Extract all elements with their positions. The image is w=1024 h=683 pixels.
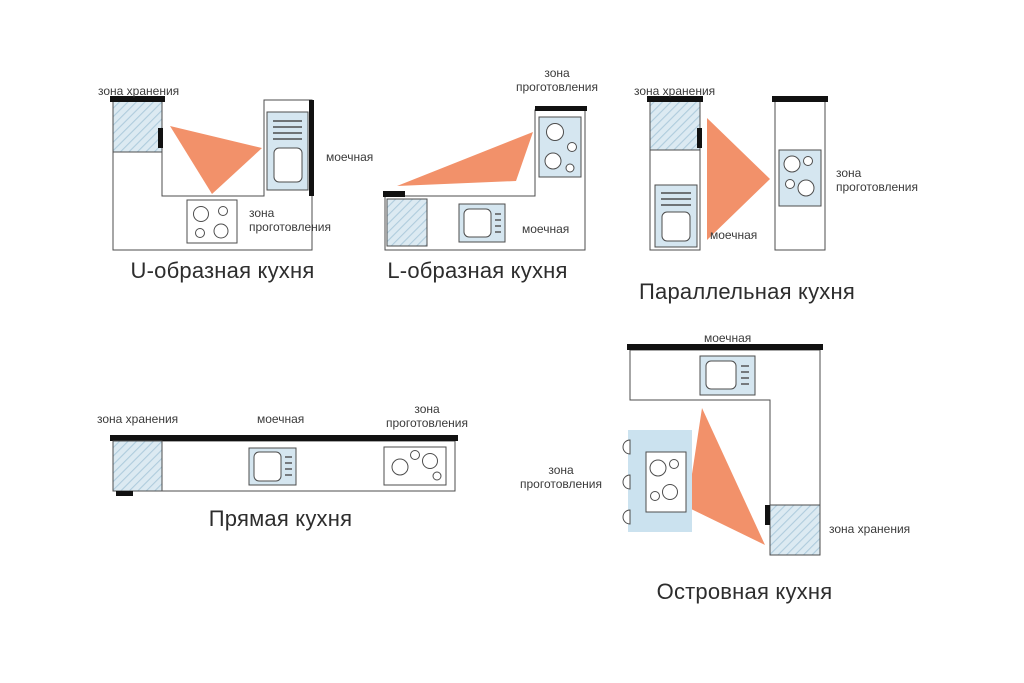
u-sink-unit: [266, 111, 309, 191]
u-door-mark: [158, 128, 163, 148]
island-kitchen-title: Островная кухня: [656, 579, 833, 604]
burner-large: [193, 206, 209, 222]
u-stove: [186, 199, 238, 244]
burner-large: [544, 152, 562, 170]
burner-large: [649, 459, 667, 477]
u-storage-cabinet: [112, 99, 163, 153]
straight-wall-bar-top: [110, 435, 458, 441]
burner-small: [650, 491, 660, 501]
u-wall-bar-right: [309, 100, 314, 196]
l-cooking-label: зона проготовления: [515, 66, 598, 95]
l-washing-label: моечная: [522, 222, 570, 236]
l-wall-bar-top: [535, 106, 587, 111]
parallel-wall-bar-left: [647, 96, 703, 102]
u-washing-label: моечная: [326, 150, 374, 164]
island-stove-body: [645, 451, 687, 513]
parallel-washing-label: моечная: [710, 228, 758, 242]
straight-cooking-label: зона проготовления: [385, 402, 468, 431]
parallel-stove-body: [778, 149, 822, 207]
island-handle: [622, 474, 631, 490]
parallel-stove: [778, 149, 822, 207]
sink-basin: [273, 147, 303, 183]
straight-storage-label: зона хранения: [97, 412, 179, 426]
burner-small: [432, 471, 442, 481]
island-wall-bar-top: [627, 344, 823, 350]
straight-sink-unit: [248, 447, 297, 486]
parallel-work-triangle: [707, 118, 770, 240]
burner-large: [797, 179, 815, 197]
parallel-kitchen-title: Параллельная кухня: [639, 279, 855, 304]
l-shape-kitchen-drawing: [383, 106, 587, 251]
island-washing-label: моечная: [704, 331, 752, 345]
parallel-storage-label: зона хранения: [634, 84, 716, 98]
burner-small: [410, 450, 420, 460]
burner-large: [213, 223, 229, 239]
u-shape-kitchen-drawing: [110, 96, 314, 251]
straight-storage-cabinet: [112, 440, 163, 492]
burner-small: [195, 228, 205, 238]
l-stove: [538, 116, 582, 178]
u-wall-bar-top: [110, 96, 165, 102]
burner-small: [565, 163, 575, 173]
l-kitchen-title: L-образная кухня: [387, 258, 568, 283]
sink-basin: [705, 360, 737, 390]
straight-door-mark: [116, 491, 133, 496]
island-kitchen-drawing: [622, 344, 823, 556]
parallel-storage-cabinet: [649, 99, 701, 151]
parallel-kitchen-drawing: [647, 96, 828, 251]
island-cooking-label: зона проготовления: [519, 463, 602, 492]
island-storage-label: зона хранения: [829, 522, 911, 536]
burner-small: [669, 459, 679, 469]
island-storage-cabinet: [769, 504, 821, 556]
u-storage-label: зона хранения: [98, 84, 180, 98]
burner-large: [391, 458, 409, 476]
burner-large: [422, 453, 438, 469]
island-work-triangle: [687, 408, 765, 545]
parallel-sink-unit: [654, 184, 698, 248]
sink-basin: [463, 208, 492, 238]
parallel-cooking-label: зона проготовления: [836, 166, 919, 195]
burner-small: [567, 142, 577, 152]
straight-kitchen-drawing: [110, 435, 458, 496]
island-handle: [622, 439, 631, 455]
burner-small: [803, 156, 813, 166]
island-block: [622, 430, 692, 532]
u-stove-body: [186, 199, 238, 244]
parallel-door-mark: [697, 128, 702, 148]
straight-kitchen-title: Прямая кухня: [208, 506, 353, 531]
burner-large: [783, 155, 801, 173]
burner-large: [662, 484, 678, 500]
island-door-mark: [765, 505, 770, 525]
island-handle: [622, 509, 631, 525]
sink-basin: [661, 211, 691, 242]
l-storage-cabinet: [386, 198, 428, 247]
burner-small: [218, 206, 228, 216]
parallel-wall-bar-right: [772, 96, 828, 102]
straight-stove-body: [383, 446, 447, 486]
sink-basin: [253, 451, 282, 482]
burner-small: [785, 179, 795, 189]
u-cooking-label: зона проготовления: [249, 206, 332, 235]
l-work-triangle: [397, 132, 533, 186]
straight-stove: [383, 446, 447, 486]
burner-large: [546, 123, 564, 141]
l-sink-unit: [458, 203, 506, 243]
l-wall-bar-left: [383, 191, 405, 197]
island-sink-unit: [699, 355, 756, 396]
u-kitchen-title: U-образная кухня: [130, 258, 315, 283]
u-work-triangle: [170, 126, 262, 194]
straight-washing-label: моечная: [257, 412, 305, 426]
